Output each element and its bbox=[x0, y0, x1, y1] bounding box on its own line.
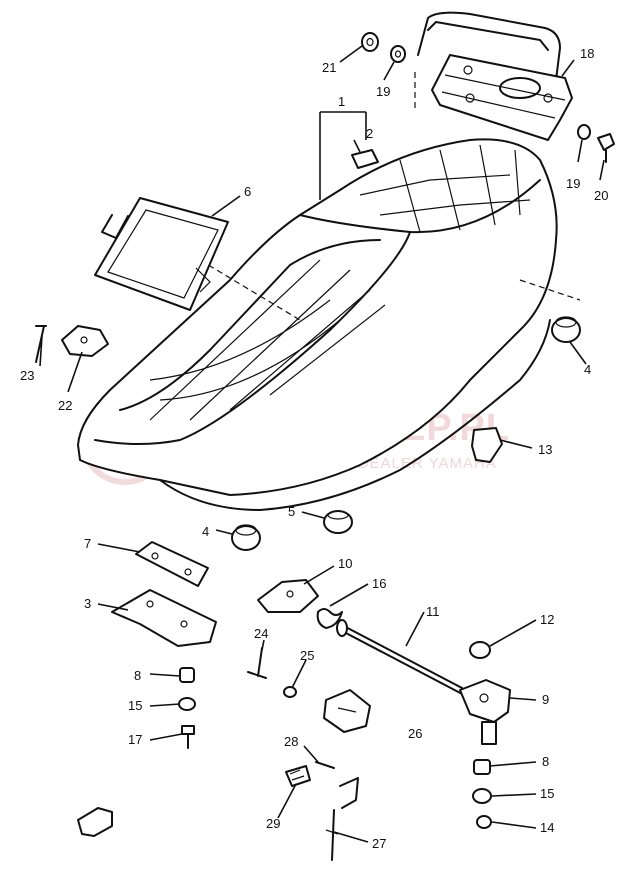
callout-12: 12 bbox=[540, 612, 554, 627]
part-19-washer-rear bbox=[577, 124, 591, 140]
part-10-bracket bbox=[257, 579, 319, 613]
part-4-damper-right bbox=[551, 316, 581, 343]
part-7-plate bbox=[135, 541, 209, 587]
part-6-tray bbox=[94, 197, 229, 311]
part-15-washer-right bbox=[472, 788, 492, 804]
part-16-spring bbox=[316, 608, 343, 629]
callout-11: 11 bbox=[426, 604, 440, 619]
callout-22: 22 bbox=[58, 398, 72, 413]
callout-6: 6 bbox=[244, 184, 251, 199]
callout-20: 20 bbox=[594, 188, 608, 203]
callout-4-left: 4 bbox=[202, 524, 209, 539]
callout-18: 18 bbox=[580, 46, 594, 61]
part-24-pin bbox=[247, 647, 267, 679]
callout-17: 17 bbox=[128, 732, 142, 747]
part-8-collar-left bbox=[179, 667, 195, 683]
part-21-bolt bbox=[361, 32, 379, 52]
part-14-nut bbox=[476, 815, 492, 829]
key-tag bbox=[77, 807, 113, 837]
part-20-bolt bbox=[597, 133, 615, 163]
part-25-washer bbox=[283, 686, 297, 698]
part-8-collar-right bbox=[473, 759, 491, 775]
part-27-lever bbox=[325, 777, 359, 861]
callout-14: 14 bbox=[540, 820, 554, 835]
part-22-bracket bbox=[61, 325, 109, 357]
callout-19-front: 19 bbox=[376, 84, 390, 99]
callout-2: 2 bbox=[366, 126, 373, 141]
part-15-washer-left bbox=[178, 697, 196, 711]
part-29-spring bbox=[285, 765, 311, 787]
part-12-grommet bbox=[469, 641, 491, 659]
part-5-damper bbox=[323, 510, 353, 534]
part-3-bracket bbox=[111, 589, 217, 647]
callout-28: 28 bbox=[284, 734, 298, 749]
callout-4-right: 4 bbox=[584, 362, 591, 377]
part-17-bolt bbox=[181, 725, 195, 749]
callout-24: 24 bbox=[254, 626, 268, 641]
part-23-pin bbox=[35, 325, 47, 363]
part-28-rod bbox=[315, 761, 335, 769]
callout-19-rear: 19 bbox=[566, 176, 580, 191]
callout-3: 3 bbox=[84, 596, 91, 611]
callout-5: 5 bbox=[288, 504, 295, 519]
part-9-hinge bbox=[459, 679, 511, 745]
callout-15-right: 15 bbox=[540, 786, 554, 801]
part-1-seat bbox=[77, 72, 581, 511]
callout-9: 9 bbox=[542, 692, 549, 707]
callout-29: 29 bbox=[266, 816, 280, 831]
callout-8-right: 8 bbox=[542, 754, 549, 769]
part-18-grab-bar bbox=[417, 11, 573, 141]
callout-23: 23 bbox=[20, 368, 34, 383]
part-2-clip bbox=[351, 149, 379, 169]
callout-27: 27 bbox=[372, 836, 386, 851]
part-4-damper-left bbox=[231, 524, 261, 551]
callout-16: 16 bbox=[372, 576, 386, 591]
callout-26: 26 bbox=[408, 726, 422, 741]
callout-1: 1 bbox=[338, 94, 345, 109]
callout-13: 13 bbox=[538, 442, 552, 457]
part-11-shaft bbox=[336, 619, 467, 697]
callout-21: 21 bbox=[322, 60, 336, 75]
callout-labels: 1 2 3 4 4 5 6 7 8 8 9 10 11 12 13 14 15 … bbox=[20, 46, 608, 851]
part-13-hook bbox=[471, 427, 503, 463]
callout-8-left: 8 bbox=[134, 668, 141, 683]
leader-lines bbox=[39, 45, 605, 843]
part-19-washer-front bbox=[390, 45, 406, 63]
callout-7: 7 bbox=[84, 536, 91, 551]
callout-10: 10 bbox=[338, 556, 352, 571]
callout-25: 25 bbox=[300, 648, 314, 663]
callout-15-left: 15 bbox=[128, 698, 142, 713]
part-26-latch bbox=[323, 689, 371, 733]
